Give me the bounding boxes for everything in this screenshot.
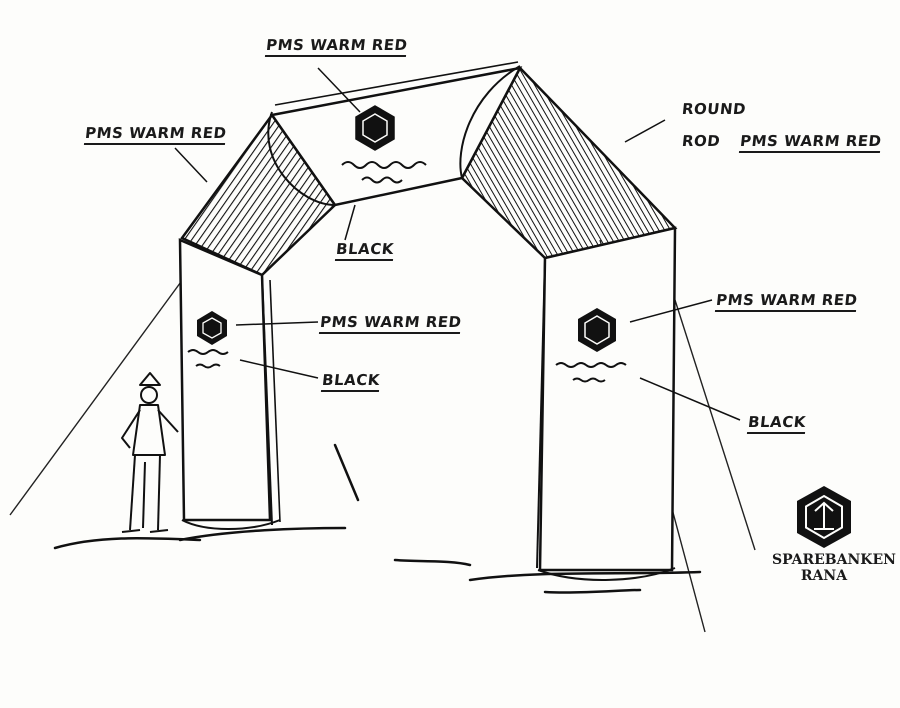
label-pillar-right-pms-warm-red: PMS WARM RED xyxy=(714,291,859,312)
label-round-pms-warm-red: PMS WARM RED xyxy=(738,132,883,153)
right-pillar xyxy=(538,226,677,572)
left-pillar xyxy=(178,238,272,522)
logo-left xyxy=(197,311,227,345)
scribble-text xyxy=(187,161,627,383)
label-pillar-left-black: BLACK xyxy=(320,371,381,392)
brand-name-line1: SPAREBANKEN xyxy=(772,552,896,568)
label-pillar-left-pms-warm-red: PMS WARM RED xyxy=(318,313,463,334)
label-top-pms-warm-red: PMS WARM RED xyxy=(264,36,409,57)
label-top-black: BLACK xyxy=(334,240,395,261)
label-left-pms-warm-red: PMS WARM RED xyxy=(83,124,228,145)
ground-marks xyxy=(53,443,702,594)
logo-right xyxy=(578,308,616,352)
brand-logo-mark xyxy=(797,486,851,548)
label-round: ROUND xyxy=(681,100,747,118)
label-pillar-right-black: BLACK xyxy=(746,413,807,434)
logo-top xyxy=(355,105,395,151)
label-rod: ROD xyxy=(681,132,722,150)
leader-lines xyxy=(174,67,741,421)
brand-name-line2: RANA xyxy=(800,568,848,584)
person-figure xyxy=(121,372,179,533)
